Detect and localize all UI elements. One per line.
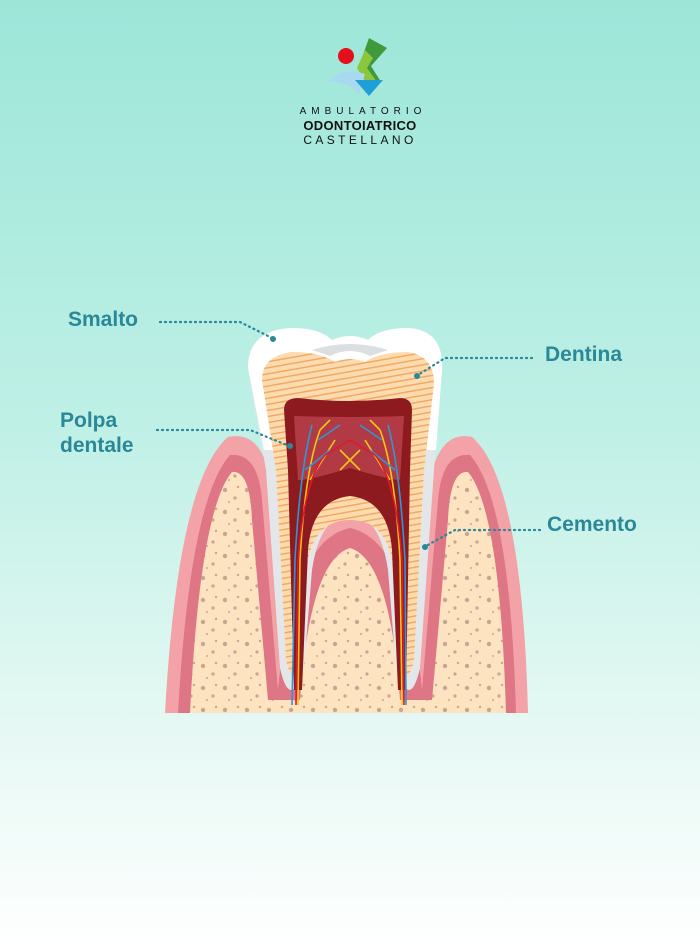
logo-text-odontoiatrico: ODONTOIATRICO [303,118,417,133]
label-leaders [155,320,542,548]
label-polpa-dentale: Polpa dentale [60,408,134,458]
bone [190,471,506,713]
cemento-marker [422,544,428,550]
logo-text-castellano: CASTELLANO [303,133,417,147]
logo-text-ambulatorio: AMBULATORIO [299,106,427,117]
label-smalto: Smalto [68,308,139,331]
clinic-logo: AMBULATORIO ODONTOIATRICO CASTELLANO [290,36,430,147]
label-dentina: Dentina [545,343,623,366]
smalto-marker [270,336,276,342]
polpa-marker [287,443,293,449]
label-polpa-line2: dentale [60,434,134,457]
logo-mark-icon [327,38,387,96]
label-polpa-line1: Polpa [60,409,118,432]
label-cemento: Cemento [547,513,637,536]
dentina-marker [414,373,420,379]
